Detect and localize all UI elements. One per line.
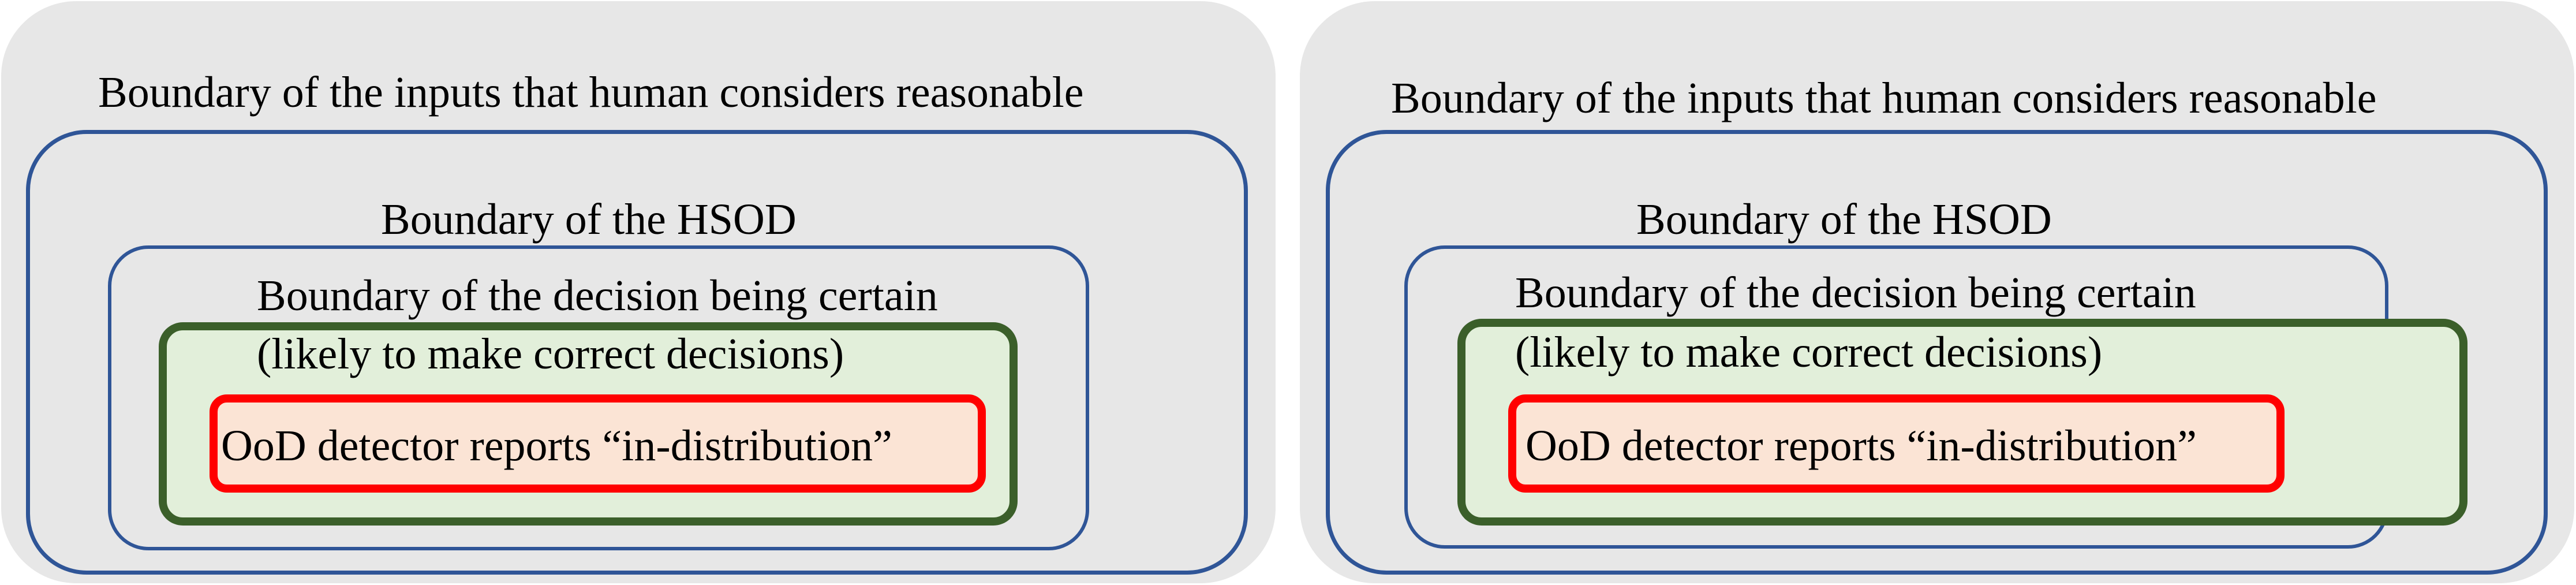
left-certain-boundary-label: Boundary of the decision being certain [257, 271, 938, 320]
left-hsod-boundary-label: Boundary of the HSOD [381, 195, 797, 244]
right-ood-in-distribution-box [1508, 394, 2285, 493]
left-ood-label: OoD detector reports “in-distribution” [221, 422, 892, 470]
right-certain-boundary-label: Boundary of the decision being certain [1515, 269, 2196, 317]
left-certain-boundary-sublabel: (likely to make correct decisions) [257, 330, 844, 378]
right-hsod-boundary-label: Boundary of the HSOD [1636, 195, 2052, 244]
left-human-boundary [26, 130, 1248, 575]
left-hsod-boundary [108, 245, 1089, 550]
left-human-boundary-label: Boundary of the inputs that human consid… [98, 68, 1084, 117]
right-ood-label: OoD detector reports “in-distribution” [1526, 422, 2197, 470]
right-certain-boundary-sublabel: (likely to make correct decisions) [1515, 328, 2103, 377]
right-human-boundary-label: Boundary of the inputs that human consid… [1391, 74, 2377, 122]
left-ood-in-distribution-box [210, 394, 986, 493]
right-human-boundary [1326, 130, 2548, 575]
